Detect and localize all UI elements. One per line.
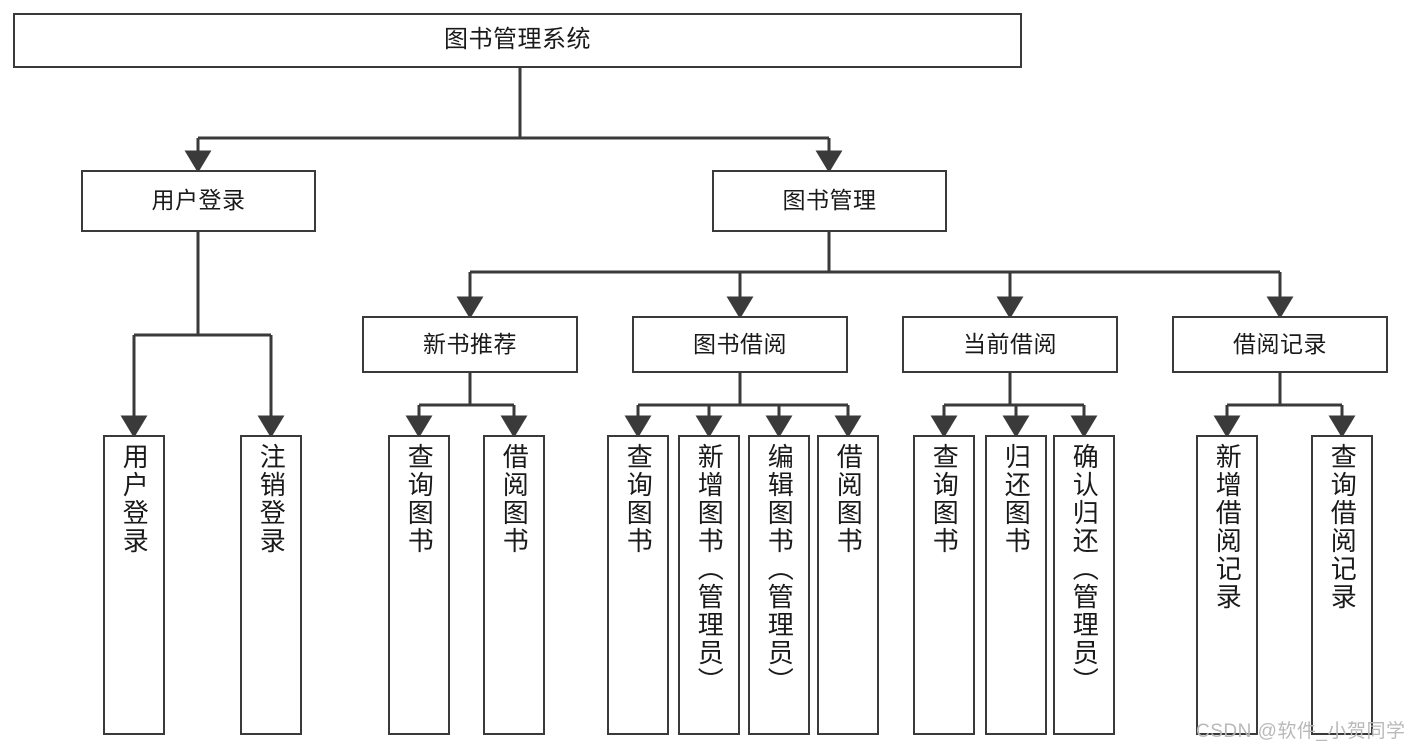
node-leaf-add-book[interactable]: 新增图书（管理员） — [678, 435, 740, 735]
node-leaf-query-book-2[interactable]: 查询图书 — [607, 435, 669, 735]
node-current-borrow[interactable]: 当前借阅 — [902, 316, 1118, 373]
node-leaf-borrow-book-2[interactable]: 借阅图书 — [817, 435, 879, 735]
node-leaf-edit-book-label: 编辑图书（管理员） — [764, 443, 795, 695]
node-leaf-add-record-label: 新增借阅记录 — [1212, 443, 1243, 611]
node-leaf-borrow-book-1[interactable]: 借阅图书 — [483, 435, 545, 735]
node-user-login[interactable]: 用户登录 — [81, 170, 316, 232]
node-user-login-label: 用户登录 — [151, 187, 246, 214]
csdn-watermark: CSDN @软件_小贺同学 — [1196, 721, 1405, 742]
node-leaf-query-book-3[interactable]: 查询图书 — [913, 435, 975, 735]
node-leaf-confirm-return[interactable]: 确认归还（管理员） — [1053, 435, 1115, 735]
node-leaf-edit-book[interactable]: 编辑图书（管理员） — [748, 435, 810, 735]
node-leaf-user-login-label: 用户登录 — [119, 443, 150, 555]
node-leaf-logout-label: 注销登录 — [256, 443, 287, 555]
node-leaf-query-book-1[interactable]: 查询图书 — [388, 435, 450, 735]
node-leaf-return-book-label: 归还图书 — [1001, 443, 1032, 555]
node-book-borrow-label: 图书借阅 — [693, 330, 787, 357]
node-leaf-query-book-1-label: 查询图书 — [404, 443, 435, 555]
node-leaf-user-login[interactable]: 用户登录 — [103, 435, 165, 735]
node-book-manage-label: 图书管理 — [782, 187, 877, 214]
node-borrow-record[interactable]: 借阅记录 — [1172, 316, 1388, 373]
node-book-borrow[interactable]: 图书借阅 — [632, 316, 848, 373]
node-new-book-recommend[interactable]: 新书推荐 — [362, 316, 578, 373]
node-leaf-confirm-return-label: 确认归还（管理员） — [1069, 443, 1100, 695]
node-root-label: 图书管理系统 — [444, 26, 591, 54]
node-leaf-add-book-label: 新增图书（管理员） — [694, 443, 725, 695]
node-leaf-query-book-2-label: 查询图书 — [623, 443, 654, 555]
node-leaf-add-record[interactable]: 新增借阅记录 — [1196, 435, 1258, 735]
node-leaf-query-record[interactable]: 查询借阅记录 — [1311, 435, 1373, 735]
node-borrow-record-label: 借阅记录 — [1233, 330, 1327, 357]
node-leaf-logout[interactable]: 注销登录 — [240, 435, 302, 735]
node-leaf-borrow-book-2-label: 借阅图书 — [833, 443, 864, 555]
node-leaf-query-book-3-label: 查询图书 — [929, 443, 960, 555]
node-leaf-borrow-book-1-label: 借阅图书 — [499, 443, 530, 555]
node-leaf-return-book[interactable]: 归还图书 — [985, 435, 1047, 735]
node-current-borrow-label: 当前借阅 — [963, 330, 1057, 357]
node-leaf-query-record-label: 查询借阅记录 — [1327, 443, 1358, 611]
node-root[interactable]: 图书管理系统 — [13, 13, 1022, 68]
node-book-manage[interactable]: 图书管理 — [712, 170, 947, 232]
node-new-book-recommend-label: 新书推荐 — [423, 330, 517, 357]
